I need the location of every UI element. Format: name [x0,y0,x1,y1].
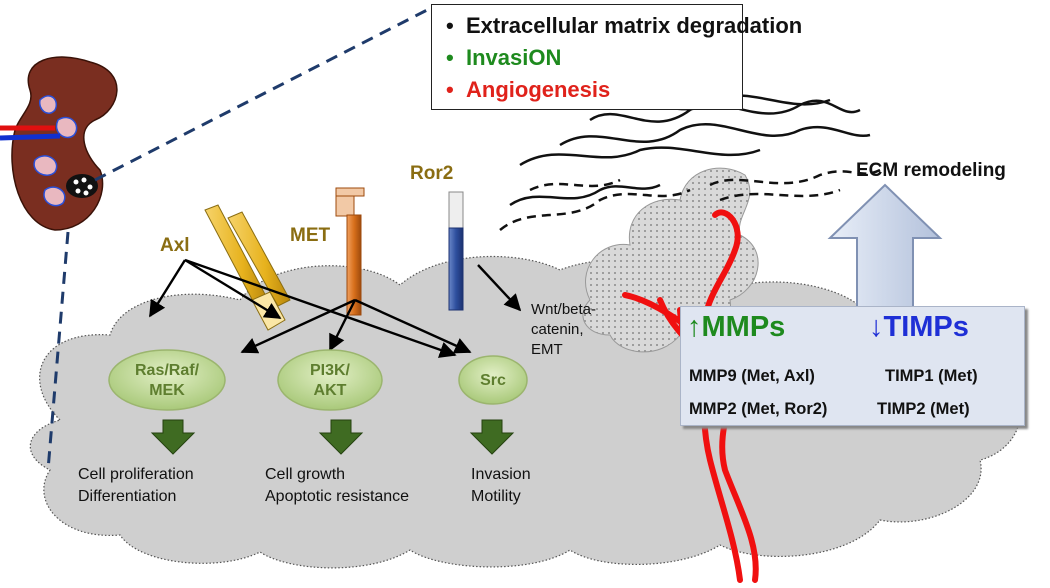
node-src-label: Src [480,372,506,389]
axl-label: Axl [160,235,190,256]
mmp-row-1-left: MMP9 (Met, Axl) [689,367,815,385]
timps-heading: ↓TIMPs [869,311,969,343]
wnt-text: Wnt/beta- catenin, EMT [531,301,597,358]
ror2-receptor [448,191,464,311]
legend-box: •Extracellular matrix degradation •Invas… [431,4,802,110]
mmps-heading: ↑MMPs [687,311,786,343]
mmp-row-1-right: TIMP1 (Met) [885,367,978,385]
outcome-pi3k: Cell growth Apoptotic resistance [265,466,410,505]
legend-item-invasion: •InvasiON [446,45,562,70]
zoom-lines [46,6,432,471]
legend-item-angiogenesis: •Angiogenesis [446,77,611,102]
mmp-timp-panel: ↑MMPs ↓TIMPs MMP9 (Met, Axl) TIMP1 (Met)… [680,306,1025,426]
met-receptor [335,187,365,316]
legend-item-ecm: •Extracellular matrix degradation [446,13,803,38]
outcome-ras: Cell proliferation Differentiation [78,466,194,505]
outcome-src: Invasion Motility [471,466,531,505]
signal-arrows [148,258,522,358]
node-src [458,355,528,405]
ror2-label: Ror2 [410,163,454,184]
mmp-row-2-right: TIMP2 (Met) [877,400,970,418]
node-pi3k [277,349,383,411]
up-arrow-icon: ↑ [687,311,702,343]
kidney-illustration [0,56,118,231]
down-arrows [150,419,515,455]
ecm-up-arrow [827,183,943,311]
node-ras [108,349,226,411]
met-label: MET [290,225,331,246]
ecm-fibers-degraded [499,168,881,231]
node-pi3k-label: PI3K/ AKT [309,362,350,399]
node-ras-label: Ras/Raf/ MEK [134,362,200,399]
down-arrow-icon: ↓ [869,311,884,343]
ecm-remodeling-label: ECM remodeling [856,160,1006,181]
mmp-row-2-left: MMP2 (Met, Ror2) [689,400,828,418]
